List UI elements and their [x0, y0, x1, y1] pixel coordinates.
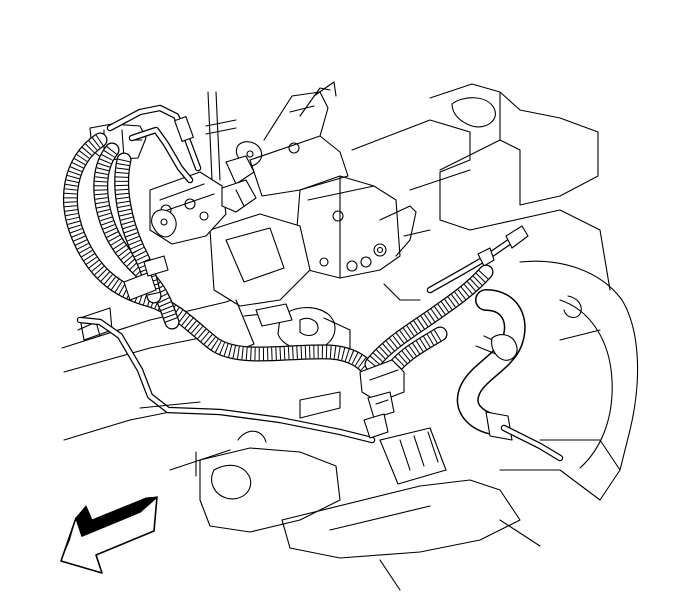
metal-tube-lines — [76, 104, 529, 444]
wiring-harness — [62, 132, 494, 439]
front-direction-arrow — [60, 496, 158, 574]
coolant-hose — [456, 289, 564, 462]
sensor-connector-assembly — [89, 123, 257, 245]
engine-bracket — [205, 81, 431, 351]
